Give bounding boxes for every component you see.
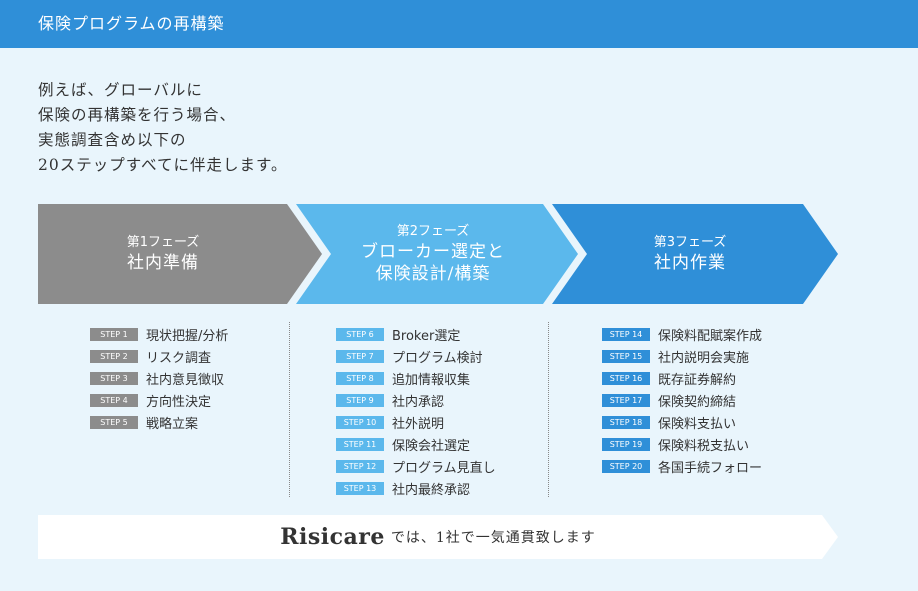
step-text: 戦略立案 bbox=[146, 416, 199, 432]
step-text: 社内意見徴収 bbox=[146, 372, 225, 388]
step-text: 追加情報収集 bbox=[392, 372, 471, 388]
step-text: プログラム見直し bbox=[392, 460, 496, 476]
phase-1-heading: 第1フェーズ 社内準備 bbox=[38, 204, 288, 304]
step-item: STEP 2 リスク調査 bbox=[90, 345, 228, 367]
step-text: 方向性決定 bbox=[146, 394, 212, 410]
step-text: 現状把握/分析 bbox=[146, 328, 229, 344]
step-badge: STEP 10 bbox=[336, 415, 384, 429]
footer-tagline: では、1社で一気通貫致します bbox=[390, 530, 596, 546]
phase-2-heading: 第2フェーズ ブローカー選定と 保険設計/構築 bbox=[318, 204, 548, 304]
step-text: 保険会社選定 bbox=[392, 438, 471, 454]
step-item: STEP 9 社内承認 bbox=[336, 389, 496, 411]
intro-line: 例えば、グローバルに bbox=[38, 81, 203, 99]
step-badge: STEP 7 bbox=[336, 349, 384, 363]
phase-title: 社内準備 bbox=[127, 253, 199, 273]
dotted-divider bbox=[548, 322, 549, 497]
step-text: 社内説明会実施 bbox=[658, 350, 750, 366]
step-item: STEP 11 保険会社選定 bbox=[336, 433, 496, 455]
intro-text: 例えば、グローバルに 保険の再構築を行う場合、 実態調査含め以下の 20ステップ… bbox=[38, 78, 438, 178]
step-badge: STEP 15 bbox=[602, 349, 650, 363]
phase-label: 第3フェーズ bbox=[653, 235, 727, 250]
step-item: STEP 3 社内意見徴収 bbox=[90, 367, 228, 389]
step-item: STEP 16 既存証券解約 bbox=[602, 367, 762, 389]
page-header: 保険プログラムの再構築 bbox=[0, 0, 918, 48]
step-badge: STEP 18 bbox=[602, 415, 650, 429]
step-text: 社内最終承認 bbox=[392, 482, 471, 498]
step-item: STEP 15 社内説明会実施 bbox=[602, 345, 762, 367]
intro-line: 保険の再構築を行う場合、 bbox=[38, 106, 237, 124]
step-item: STEP 4 方向性決定 bbox=[90, 389, 228, 411]
step-item: STEP 7 プログラム検討 bbox=[336, 345, 496, 367]
step-item: STEP 14 保険料配賦案作成 bbox=[602, 323, 762, 345]
phase-title: 社内作業 bbox=[654, 253, 726, 273]
step-badge: STEP 14 bbox=[602, 327, 650, 341]
step-badge: STEP 9 bbox=[336, 393, 384, 407]
step-text: 保険料配賦案作成 bbox=[658, 328, 763, 344]
step-text: 既存証券解約 bbox=[658, 372, 737, 388]
step-text: 各国手続フォロー bbox=[658, 460, 763, 476]
phase-1-steps: STEP 1 現状把握/分析 STEP 2 リスク調査 STEP 3 社内意見徴収 S… bbox=[90, 323, 228, 433]
step-text: リスク調査 bbox=[146, 350, 212, 366]
footer-message: Risicare では、1社で一気通貫致します bbox=[38, 515, 838, 559]
step-item: STEP 1 現状把握/分析 bbox=[90, 323, 228, 345]
step-item: STEP 5 戦略立案 bbox=[90, 411, 228, 433]
step-item: STEP 18 保険料支払い bbox=[602, 411, 762, 433]
step-item: STEP 13 社内最終承認 bbox=[336, 477, 496, 499]
step-badge: STEP 12 bbox=[336, 459, 384, 473]
step-text: 社外説明 bbox=[392, 416, 445, 432]
step-text: 保険料税支払い bbox=[658, 438, 750, 454]
step-item: STEP 17 保険契約締結 bbox=[602, 389, 762, 411]
step-text: 保険契約締結 bbox=[658, 394, 737, 410]
step-item: STEP 6 Broker選定 bbox=[336, 323, 496, 345]
page-title: 保険プログラムの再構築 bbox=[38, 14, 225, 33]
step-badge: STEP 11 bbox=[336, 437, 384, 451]
step-badge: STEP 6 bbox=[336, 327, 384, 341]
step-badge: STEP 19 bbox=[602, 437, 650, 451]
step-badge: STEP 8 bbox=[336, 371, 384, 385]
step-badge: STEP 17 bbox=[602, 393, 650, 407]
step-badge: STEP 13 bbox=[336, 481, 384, 495]
step-text: 社内承認 bbox=[392, 394, 445, 410]
step-item: STEP 19 保険料税支払い bbox=[602, 433, 762, 455]
phase-label: 第1フェーズ bbox=[126, 235, 200, 250]
step-badge: STEP 2 bbox=[90, 349, 138, 363]
step-text: プログラム検討 bbox=[392, 350, 483, 366]
step-item: STEP 12 プログラム見直し bbox=[336, 455, 496, 477]
phase-title: ブローカー選定と bbox=[361, 242, 505, 262]
phase-3-steps: STEP 14 保険料配賦案作成 STEP 15 社内説明会実施 STEP 16 既存… bbox=[602, 323, 762, 477]
step-item: STEP 10 社外説明 bbox=[336, 411, 496, 433]
brand-name: Risicare bbox=[280, 524, 385, 550]
phase-2-arrow bbox=[296, 204, 578, 304]
step-item: STEP 8 追加情報収集 bbox=[336, 367, 496, 389]
step-badge: STEP 1 bbox=[90, 327, 138, 341]
phase-2-steps: STEP 6 Broker選定 STEP 7 プログラム検討 STEP 8 追加情報収… bbox=[336, 323, 496, 499]
step-badge: STEP 16 bbox=[602, 371, 650, 385]
phase-3-arrow bbox=[552, 204, 838, 304]
phase-label: 第2フェーズ bbox=[396, 224, 470, 239]
dotted-divider bbox=[289, 322, 290, 497]
step-badge: STEP 3 bbox=[90, 371, 138, 385]
phase-1-arrow bbox=[38, 204, 322, 304]
phase-3-heading: 第3フェーズ 社内作業 bbox=[575, 204, 805, 304]
step-item: STEP 20 各国手続フォロー bbox=[602, 455, 762, 477]
phase-title: 保険設計/構築 bbox=[375, 264, 491, 284]
step-badge: STEP 5 bbox=[90, 415, 138, 429]
step-badge: STEP 4 bbox=[90, 393, 138, 407]
step-text: 保険料支払い bbox=[658, 416, 737, 432]
intro-line: 実態調査含め以下の bbox=[38, 131, 187, 149]
step-text: Broker選定 bbox=[392, 328, 461, 344]
footer-banner bbox=[38, 515, 838, 559]
intro-line: 20ステップすべてに伴走します。 bbox=[38, 156, 288, 174]
step-badge: STEP 20 bbox=[602, 459, 650, 473]
